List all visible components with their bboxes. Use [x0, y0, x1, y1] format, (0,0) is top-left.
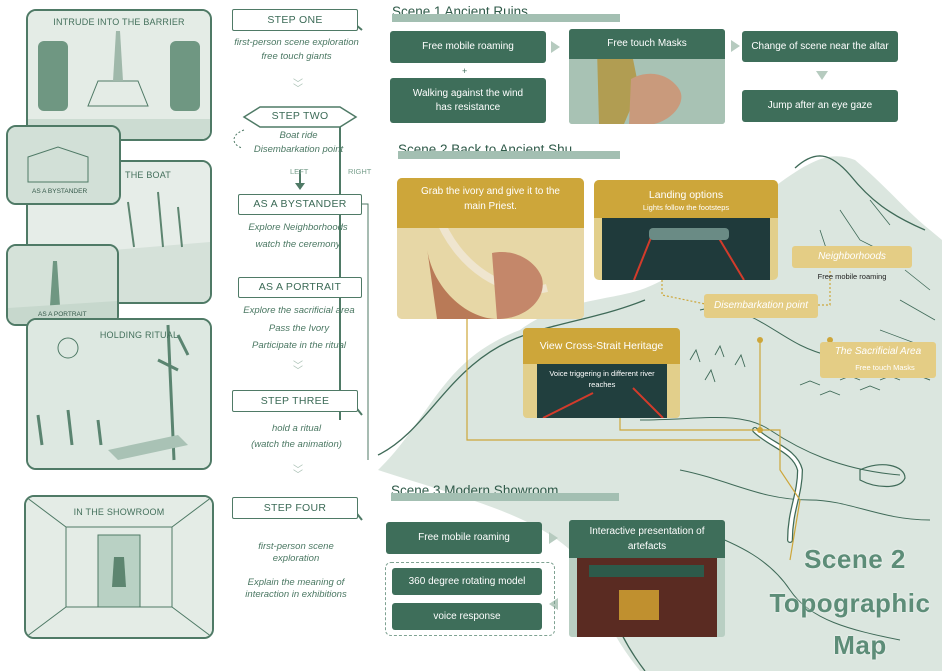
map-title-line2: Topographic: [769, 588, 931, 618]
arrow-right-icon: [551, 41, 560, 53]
scene1-wind: Walking against the wind has resistance: [390, 78, 546, 123]
step-four-desc-a: first-person scene exploration: [258, 541, 334, 564]
panel-tag: AS A PORTRAIT: [38, 311, 87, 318]
panel-title: THE BOAT: [125, 170, 171, 180]
portrait-line-c: Participate in the ritual: [252, 340, 346, 351]
landing-vr-image: [602, 218, 770, 280]
step-two-line-b: Disembarkation point: [253, 143, 344, 155]
sacrificial-label: [820, 342, 936, 378]
bystander-line-a: Explore Neighborhoods: [248, 222, 348, 233]
chevron-down-icon: ﹀﹀: [293, 465, 303, 481]
arrow-right-icon: [549, 532, 558, 544]
landing-subtitle: Lights follow the footsteps: [642, 203, 730, 212]
panel-title: INTRUDE INTO THE BARRIER: [53, 17, 185, 27]
neighborhoods-label: Neighborhoods: [792, 246, 912, 268]
heritage-card: View Cross-Strait Heritage Voice trigger…: [523, 328, 680, 418]
artefacts-label: Interactive presentation of artefacts: [569, 520, 725, 558]
ivory-card: Grab the ivory and give it to the main P…: [397, 178, 584, 319]
step-one-line-a: first-person scene exploration: [234, 37, 359, 48]
scene3-free-roaming: Free mobile roaming: [386, 522, 542, 554]
bystander-desc: Explore Neighborhoods watch the ceremony: [234, 219, 362, 253]
chevron-down-icon: ﹀﹀: [293, 79, 303, 95]
scene1-change-scene: Change of scene near the altar: [742, 31, 898, 62]
step-one-line-b: free touch giants: [261, 50, 332, 62]
step-two-label: STEP TWO: [271, 110, 329, 122]
step-three-line-a: hold a ritual: [271, 423, 322, 434]
step-one-box: STEP ONE: [232, 9, 358, 31]
panel-as-bystander: AS A BYSTANDER: [6, 125, 121, 205]
landing-card: Landing options Lights follow the footst…: [594, 180, 778, 280]
scene1-masks-label: Free touch Masks: [569, 29, 725, 59]
panel-intrude-barrier: INTRUDE INTO THE BARRIER: [26, 9, 212, 141]
panel-as-portrait: AS A PORTRAIT: [6, 244, 119, 326]
landing-title: Landing options: [648, 189, 724, 201]
scene3-title-bar: [391, 493, 619, 501]
arrow-left-icon: [549, 598, 558, 610]
sacrificial-sub: Free touch Masks: [855, 363, 915, 372]
step-four-box: STEP FOUR: [232, 497, 358, 519]
bystander-box: AS A BYSTANDER: [238, 194, 362, 215]
chevron-down-icon: ﹀﹀: [293, 361, 303, 377]
arrow-down-icon: [816, 71, 828, 80]
plus-sign: +: [462, 66, 468, 76]
landing-label: Landing options Lights follow the footst…: [594, 180, 778, 218]
panel-tag: AS A BYSTANDER: [32, 188, 88, 195]
scene3-rotating-model: 360 degree rotating model: [392, 568, 542, 595]
step-four-desc-b: Explain the meaning of interaction in ex…: [245, 577, 347, 600]
sacrificial-title: The Sacrificial Area: [834, 346, 922, 357]
scene1-masks-card: Free touch Masks: [569, 29, 725, 124]
heritage-sub: Voice triggering in different river reac…: [549, 369, 655, 389]
scene3-voice-response: voice response: [392, 603, 542, 630]
map-title-line1: Scene 2: [804, 544, 906, 574]
panel-in-showroom: IN THE SHOWROOM: [24, 495, 214, 639]
step-three-desc: hold a ritual (watch the animation): [234, 421, 359, 453]
panel-holding-ritual: HOLDING RITUAL: [26, 318, 212, 470]
left-label: LEFT: [290, 167, 309, 176]
panel-title: HOLDING RITUAL: [99, 330, 179, 340]
scene1-free-roaming: Free mobile roaming: [390, 31, 546, 63]
step-one-desc: first-person scene exploration free touch…: [234, 36, 359, 63]
bystander-line-b: watch the ceremony: [255, 239, 341, 250]
map-title-line3: Map: [833, 630, 887, 660]
right-label: RIGHT: [348, 167, 372, 176]
ivory-label: Grab the ivory and give it to the main P…: [397, 178, 584, 228]
scene3-dashed-group: [385, 562, 555, 636]
scene1-jump: Jump after an eye gaze: [742, 90, 898, 122]
scene2-title-bar: [398, 151, 620, 159]
disembarkation-label: Disembarkation point: [704, 294, 818, 318]
panel-title: IN THE SHOWROOM: [73, 507, 165, 517]
neighborhoods-sub: Free mobile roaming: [817, 272, 887, 281]
showroom-image: [577, 558, 717, 637]
step-three-box: STEP THREE: [232, 390, 358, 412]
step-two-line-a: Boat ride: [279, 130, 318, 141]
heritage-vr-image: [537, 364, 667, 418]
arrow-right-icon: [731, 40, 740, 52]
artefacts-card: Interactive presentation of artefacts: [569, 520, 725, 637]
portrait-line-b: Pass the Ivory: [268, 322, 330, 334]
portrait-box: AS A PORTRAIT: [238, 277, 362, 298]
heritage-label: View Cross-Strait Heritage: [523, 328, 680, 364]
step-three-line-b: (watch the animation): [251, 439, 342, 450]
step-two-diamond: [242, 106, 358, 128]
portrait-line-a: Explore the sacrificial area: [243, 305, 355, 316]
scene1-title-bar: [392, 14, 620, 22]
